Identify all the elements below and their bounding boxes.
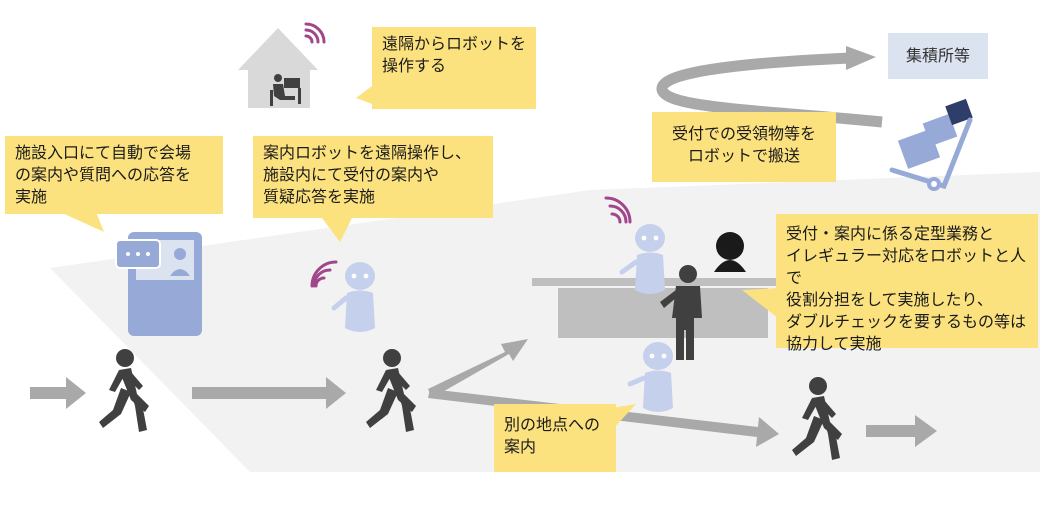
walking-person-icon xyxy=(99,349,149,432)
robot-icon xyxy=(635,224,665,294)
wifi-icon xyxy=(604,196,632,224)
callout-entrance-auto: 施設入口にて自動で会場 の案内や質問への応答を 実施 xyxy=(5,136,223,214)
callout-transport: 受付での受領物等を ロボットで搬送 xyxy=(652,112,836,182)
hand-truck-icon xyxy=(889,98,973,191)
arrow-icon xyxy=(30,377,86,409)
arrow-icon xyxy=(866,415,937,447)
arrow-icon xyxy=(192,377,346,409)
visitor-icon xyxy=(714,232,746,272)
wifi-icon xyxy=(304,22,326,44)
destination-storage-label: 集積所等 xyxy=(888,33,988,79)
standing-staff-icon xyxy=(660,265,702,360)
robot-icon xyxy=(345,262,375,332)
callout-division-of-labor: 受付・案内に係る定型業務と イレギュラー対応をロボットと人で 役割分担をして実施… xyxy=(776,214,1038,353)
remote-operator-icon xyxy=(270,74,301,106)
callout-guide-robot-remote: 案内ロボットを遠隔操作し、 施設内にて受付の案内や 質疑応答を実施 xyxy=(253,136,493,218)
kiosk-screen-icon xyxy=(115,232,202,336)
arrow-icon xyxy=(428,339,528,398)
wifi-icon xyxy=(310,260,338,288)
arrow-icon xyxy=(846,46,876,70)
house-icon xyxy=(238,22,326,108)
callout-remote-operation: 遠隔からロボットを 操作する xyxy=(372,27,536,109)
reception-counter xyxy=(558,288,768,338)
callout-other-location: 別の地点への 案内 xyxy=(494,404,616,472)
robot-icon xyxy=(643,342,673,412)
chat-bubble-icon xyxy=(115,239,161,269)
